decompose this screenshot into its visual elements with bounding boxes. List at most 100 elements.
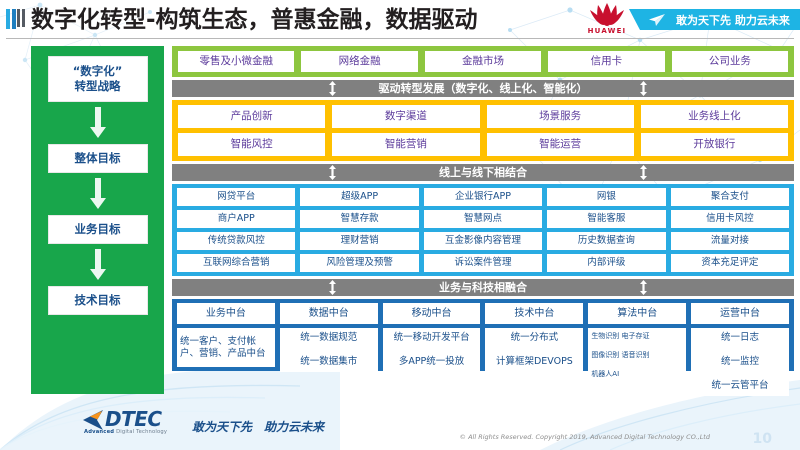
huawei-wordmark: HUAWEI xyxy=(587,27,627,35)
goal-cell[interactable]: 智能运营 xyxy=(486,133,634,156)
header-divider xyxy=(6,38,794,39)
arrow-down-icon xyxy=(89,107,106,138)
connector-business-technology: 业务与科技相融合 xyxy=(172,279,794,296)
strategy-box-digital-transformation[interactable]: “数字化” 转型战略 xyxy=(47,56,148,102)
strategy-box-business-goal[interactable]: 业务目标 xyxy=(47,215,148,244)
application-cell[interactable]: 流量对接 xyxy=(670,232,790,250)
platform-column-data: 数据中台 统一数据规范 统一数据集市 xyxy=(279,303,378,372)
application-cell[interactable]: 智慧存款 xyxy=(300,210,419,228)
application-cell[interactable]: 网银 xyxy=(547,188,666,206)
application-cell[interactable]: 互金影像内容管理 xyxy=(423,232,543,250)
applications-row: 互联网综合营销 风险管理及预警 诉讼案件管理 内部评级 资本充足评定 xyxy=(177,254,790,272)
goal-cell[interactable]: 数字渠道 xyxy=(332,105,480,128)
strategy-box-overall-goal[interactable]: 整体目标 xyxy=(47,144,148,173)
platform-body-line: 图像识别 语音识别 xyxy=(591,351,650,359)
application-cell[interactable]: 商户APP xyxy=(177,210,296,228)
application-cell[interactable]: 内部评级 xyxy=(547,254,666,272)
strategy-box-line1: “数字化” xyxy=(72,64,123,78)
dtec-logo: DTEC Advanced Digital Technology xyxy=(83,409,183,437)
business-line-cell[interactable]: 金融市场 xyxy=(424,51,542,72)
application-cell[interactable]: 诉讼案件管理 xyxy=(423,254,543,272)
application-cell[interactable]: 超级APP xyxy=(300,188,419,206)
business-line-cell[interactable]: 零售及小微金融 xyxy=(178,51,295,72)
application-cell[interactable]: 传统贷款风控 xyxy=(177,232,296,250)
strategy-box-line2: 转型战略 xyxy=(74,79,121,93)
business-line-cell[interactable]: 信用卡 xyxy=(548,51,665,72)
platform-body: 统一客户、支付帐户、营销、产品中台 xyxy=(177,328,275,367)
application-cell[interactable]: 资本充足评定 xyxy=(670,254,790,272)
application-cell[interactable]: 信用卡风控 xyxy=(670,210,790,228)
platform-column-operations: 运营中台 统一日志 统一监控 统一云管平台 xyxy=(691,303,789,396)
platform-header[interactable]: 数据中台 xyxy=(279,303,378,324)
goal-cell[interactable]: 智能风控 xyxy=(178,133,326,156)
platform-body: 统一日志 统一监控 统一云管平台 xyxy=(691,328,789,396)
dtec-tagline-rest: Digital Technology xyxy=(114,429,168,435)
application-cell[interactable]: 企业银行APP xyxy=(423,188,543,206)
architecture-stack: 零售及小微金融 网络金融 金融市场 信用卡 公司业务 驱动转型发展（数字化、线上… xyxy=(172,46,794,396)
connector-label: 驱动转型发展（数字化、线上化、智能化） xyxy=(378,82,588,95)
platform-header[interactable]: 移动中台 xyxy=(382,303,481,324)
platform-body: 统一分布式 计算框架DEVOPS xyxy=(485,328,584,372)
dtec-arrow-icon xyxy=(83,410,103,430)
platform-body-line: 多APP统一投放 xyxy=(398,356,465,367)
platform-header[interactable]: 运营中台 xyxy=(691,303,789,324)
platform-header[interactable]: 算法中台 xyxy=(588,303,687,324)
goal-cell[interactable]: 开放银行 xyxy=(640,133,788,156)
goals-row: 智能风控 智能营销 智能运营 开放银行 xyxy=(178,133,788,156)
platform-body-line: 统一分布式 xyxy=(510,332,559,343)
copyright-text: © All Rights Reserved. Copyright 2019, A… xyxy=(459,433,710,441)
dtec-tagline-bold: Advanced xyxy=(84,429,115,435)
double-arrow-icon xyxy=(328,81,336,96)
platform-body-line: 计算框架DEVOPS xyxy=(495,356,573,367)
header-ribbon: 敢为天下先 助力云未来 xyxy=(629,9,800,30)
business-lines-band: 零售及小微金融 网络金融 金融市场 信用卡 公司业务 xyxy=(172,46,794,77)
page-title: 数字化转型-构筑生态，普惠金融，数据驱动 xyxy=(31,7,478,33)
platform-body-line: 统一移动开发平台 xyxy=(393,332,470,343)
business-line-cell[interactable]: 公司业务 xyxy=(671,51,789,72)
strategy-box-technology-goal[interactable]: 技术目标 xyxy=(47,286,148,315)
slide-header: 数字化转型-构筑生态，普惠金融，数据驱动 HUAWEI 敢为天下先 助力云未来 xyxy=(0,0,800,40)
strategy-box-label: 技术目标 xyxy=(74,293,121,307)
goals-row: 产品创新 数字渠道 场景服务 业务线上化 xyxy=(178,105,788,128)
application-cell[interactable]: 理财营销 xyxy=(300,232,419,250)
goal-cell[interactable]: 产品创新 xyxy=(178,105,326,128)
platform-body: 统一数据规范 统一数据集市 xyxy=(279,328,378,372)
application-cell[interactable]: 风险管理及预警 xyxy=(300,254,419,272)
double-arrow-icon xyxy=(639,165,647,180)
double-arrow-icon xyxy=(328,280,336,295)
platform-body-line: 机器人AI xyxy=(591,370,620,378)
goal-cell[interactable]: 业务线上化 xyxy=(640,105,788,128)
goal-cell[interactable]: 场景服务 xyxy=(486,105,634,128)
platform-body-line: 生物识别 电子存证 xyxy=(591,332,650,340)
applications-row: 传统贷款风控 理财营销 互金影像内容管理 历史数据查询 流量对接 xyxy=(177,232,790,250)
strategy-box-label: 业务目标 xyxy=(74,222,121,236)
double-arrow-icon xyxy=(639,280,647,295)
platforms-band: 业务中台 统一客户、支付帐户、营销、产品中台 数据中台 统一数据规范 统一数据集… xyxy=(172,299,794,396)
arrow-down-icon xyxy=(89,249,106,280)
platform-header[interactable]: 业务中台 xyxy=(177,303,275,324)
page-number: 10 xyxy=(752,431,772,447)
platform-body-text: 统一客户、支付帐户、营销、产品中台 xyxy=(180,335,266,359)
application-cell[interactable]: 网贷平台 xyxy=(177,188,296,206)
goal-cell[interactable]: 智能营销 xyxy=(332,133,480,156)
business-line-cell[interactable]: 网络金融 xyxy=(301,51,418,72)
application-cell[interactable]: 历史数据查询 xyxy=(547,232,666,250)
platform-body-line: 统一云管平台 xyxy=(711,380,769,391)
platform-header[interactable]: 技术中台 xyxy=(485,303,584,324)
arrow-down-3 xyxy=(31,244,164,286)
application-cell[interactable]: 聚合支付 xyxy=(670,188,790,206)
application-cell[interactable]: 互联网综合营销 xyxy=(177,254,296,272)
platform-body-line: 统一数据集市 xyxy=(300,356,358,367)
transformation-goals-band: 产品创新 数字渠道 场景服务 业务线上化 智能风控 智能营销 智能运营 开放银行 xyxy=(172,100,794,161)
application-cell[interactable]: 智能客服 xyxy=(547,210,666,228)
platform-body-line: 统一日志 xyxy=(721,332,760,343)
arrow-down-2 xyxy=(31,173,164,215)
platform-column-business: 业务中台 统一客户、支付帐户、营销、产品中台 xyxy=(177,303,275,367)
footer-slogan: 敢为天下先 助力云未来 xyxy=(192,420,325,434)
platform-column-mobile: 移动中台 统一移动开发平台 多APP统一投放 xyxy=(382,303,481,372)
application-cell[interactable]: 智慧网点 xyxy=(423,210,543,228)
strategy-box-label: 整体目标 xyxy=(74,151,121,165)
paper-plane-icon xyxy=(649,14,665,26)
platform-body: 统一移动开发平台 多APP统一投放 xyxy=(382,328,481,372)
